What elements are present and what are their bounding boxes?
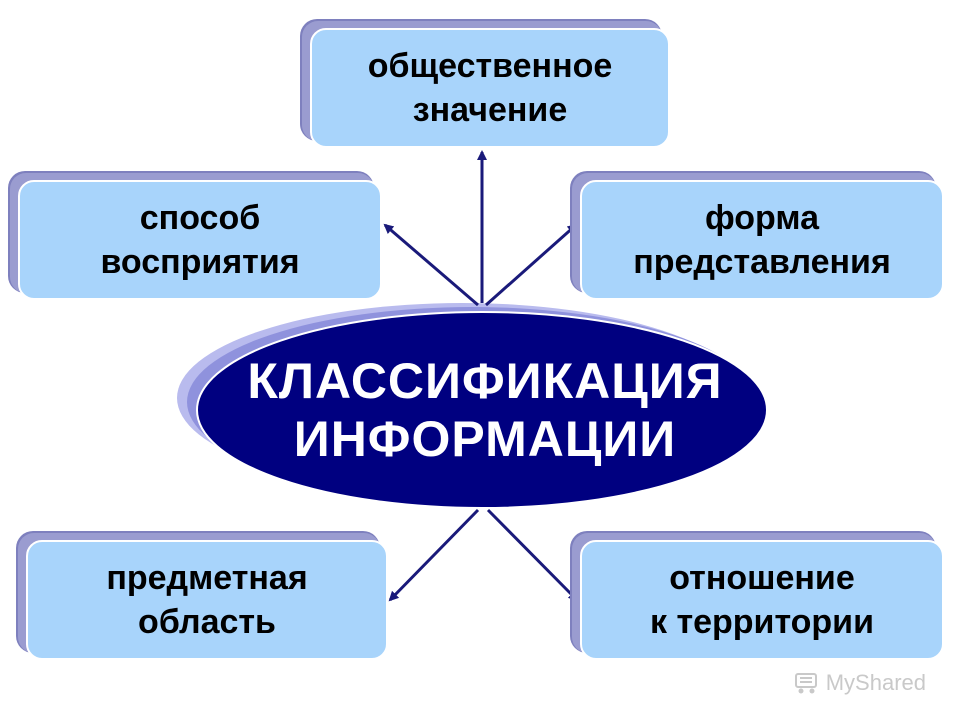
node-lower-left: предметная область [26,540,388,660]
node-lower-right: отношение к территории [580,540,944,660]
cart-icon [794,673,817,694]
node-top: общественное значение [310,28,670,148]
node-upper-left-line2: восприятия [100,243,300,281]
node-lower-left-line2: область [138,603,276,641]
node-lower-right-line1: отношение [669,559,855,597]
center-title-line1: КЛАССИФИКАЦИЯ [247,353,723,409]
node-top-line1: общественное [367,47,613,85]
node-upper-left-line1: способ [139,199,261,237]
center-ellipse [196,311,768,509]
watermark: MyShared [794,670,926,696]
arrow-to-upper-left [383,223,479,307]
arrow-to-lower-right [486,508,579,602]
center-title-line2: ИНФОРМАЦИИ [293,411,677,467]
node-lower-right-line2: к территории [649,603,874,641]
node-lower-left-line1: предметная [106,559,308,597]
node-top-line2: значение [412,91,568,129]
node-upper-left: способ восприятия [18,180,382,300]
node-upper-right: форма представления [580,180,944,300]
node-upper-right-line1: форма [704,199,819,237]
watermark-text: MyShared [825,670,926,695]
arrow-to-lower-left [388,508,480,602]
arrow-to-upper-right [485,223,578,307]
node-upper-right-line2: представления [633,243,891,281]
center-title: КЛАССИФИКАЦИЯ ИНФОРМАЦИИ [200,315,770,505]
